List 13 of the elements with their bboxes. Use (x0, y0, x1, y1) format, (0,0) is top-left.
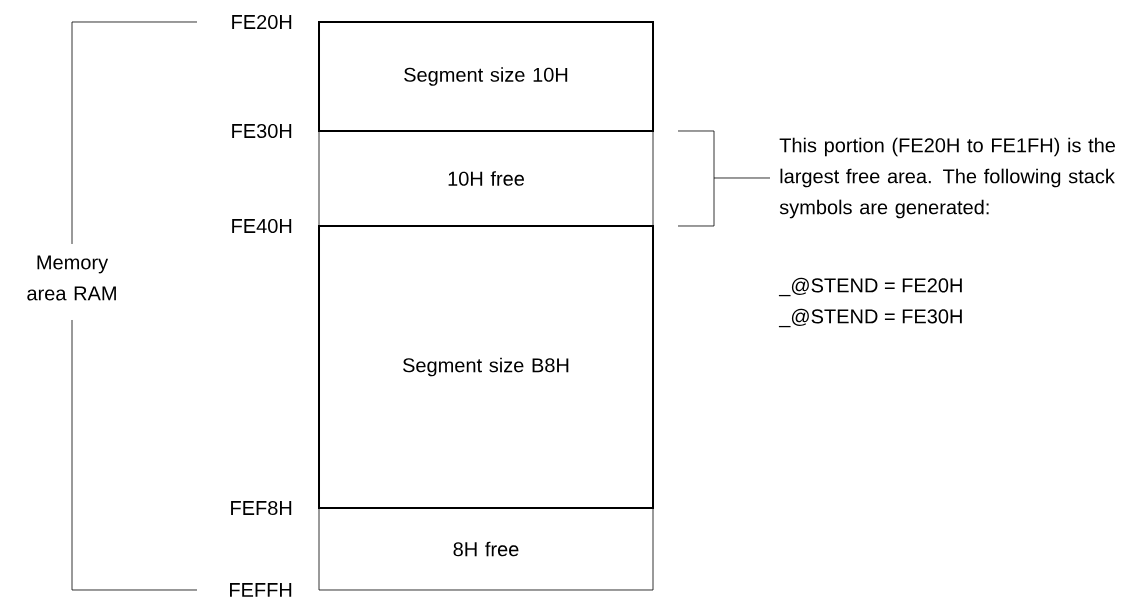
free-area-box: 8H free (318, 507, 654, 591)
free-area-box: 10H free (318, 130, 654, 227)
address-label: FEFFH (230, 583, 292, 597)
address-label: FEF8H (231, 500, 292, 516)
note-text: This portion (FE20H to FE1FH) is the largest free area. The following stack symbols are generated: (779, 137, 1116, 219)
address-label: FE40H (232, 218, 292, 234)
area-label: Memory area RAM (27, 255, 116, 301)
segment-box: Segment size 10H (318, 21, 654, 132)
address-label: FE30H (232, 123, 292, 139)
symbol-text: _@STEND = FE20H (778, 277, 962, 297)
address-label: FE20H (232, 14, 292, 30)
segment-box: Segment size B8H (318, 225, 654, 509)
symbol-text: _@STEND = FE30H (778, 308, 962, 328)
